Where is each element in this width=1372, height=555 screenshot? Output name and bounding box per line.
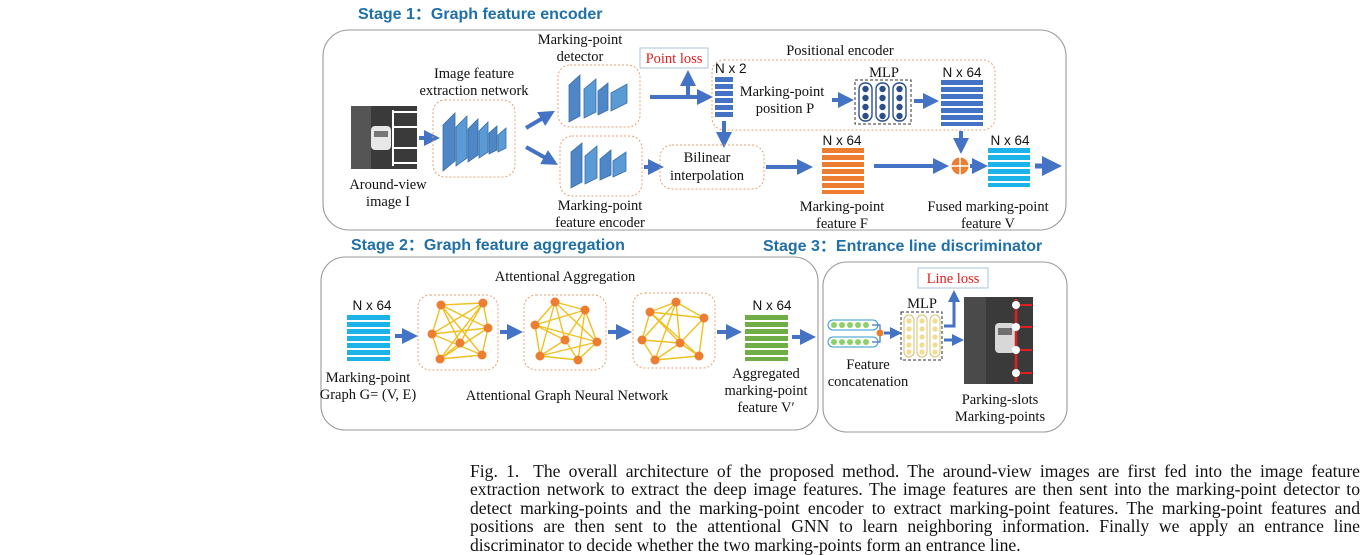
mlp-label-2: MLP <box>907 296 937 312</box>
gnn-layer-1-box <box>417 294 499 371</box>
feature-f-label-2: feature F <box>816 216 868 232</box>
image-feature-cnn <box>442 112 507 172</box>
line-loss-box <box>917 267 989 289</box>
graph-label-2: Graph G= (V, E) <box>320 387 417 403</box>
detector-label-1: Marking-point <box>538 32 623 48</box>
mlp-box-2 <box>900 311 943 361</box>
gnn-layer-2-graph <box>530 297 602 365</box>
aggregated-label-3: feature V′ <box>737 400 794 416</box>
parking-label-1: Parking-slots <box>962 392 1039 408</box>
around-view-image <box>351 106 417 169</box>
point-loss-label: Point loss <box>646 51 703 67</box>
detector-cnn <box>568 74 628 123</box>
feature-encoder-box <box>559 135 643 197</box>
arrow-cnn-to-detector <box>524 110 555 130</box>
caption-text: The overall architecture of the proposed… <box>470 461 1360 555</box>
nx64-pos-label: N x 64 <box>942 65 982 80</box>
marking-point-feature-matrix <box>822 148 864 194</box>
feature-encoder-label-1: Marking-point <box>558 198 643 214</box>
attentional-aggregation-label: Attentional Aggregation <box>495 269 636 285</box>
positional-feature-matrix <box>941 80 983 126</box>
arrow-mlp-to-line-loss <box>944 290 960 328</box>
arrow-detector-to-point-loss <box>650 70 696 99</box>
feature-concat-vectors <box>827 319 884 348</box>
parking-slot-output-image <box>964 297 1033 384</box>
gnn-layer-3-box <box>632 292 716 369</box>
image-feature-network-box <box>432 99 516 178</box>
detector-label-2: detector <box>557 49 604 65</box>
mlp-box-1 <box>854 79 912 125</box>
around-view-label-2: image I <box>366 194 410 210</box>
image-feature-label-2: extraction network <box>419 83 529 99</box>
fused-label-1: Fused marking-point <box>927 199 1048 215</box>
bilinear-label-2: interpolation <box>670 168 745 184</box>
concat-label-1: Feature <box>846 357 889 373</box>
detector-box <box>557 64 641 128</box>
parking-label-2: Marking-points <box>955 409 1046 425</box>
figure-caption: Fig. 1. The overall architecture of the … <box>470 462 1360 554</box>
aggregated-label-2: marking-point <box>725 383 808 399</box>
feature-encoder-label-2: feature encoder <box>555 215 645 231</box>
line-loss-label: Line loss <box>927 271 980 287</box>
nx64-graph-label: N x 64 <box>352 298 392 313</box>
arrow-cnn-to-encoder <box>525 145 558 165</box>
image-feature-label-1: Image feature <box>434 66 514 82</box>
stage1-panel <box>322 29 1067 231</box>
nx64-feature-label: N x 64 <box>822 133 862 148</box>
concat-label-2: concatenation <box>828 374 909 390</box>
graph-node-feature-matrix <box>347 315 390 361</box>
stage3-title: Stage 3：Entrance line discriminator <box>763 238 1042 255</box>
gnn-layer-1-graph <box>427 298 493 364</box>
point-loss-box <box>639 47 709 69</box>
fused-feature-matrix <box>988 148 1030 187</box>
figure-number: Fig. 1. <box>470 461 520 481</box>
mlp-label-1: MLP <box>869 65 899 81</box>
positional-encoder-box <box>711 59 996 131</box>
positional-encoder-label: Positional encoder <box>786 43 894 59</box>
stage2-panel <box>320 256 819 431</box>
stage2-title: Stage 2：Graph feature aggregation <box>351 237 625 254</box>
nx2-label: N x 2 <box>715 61 747 76</box>
fused-label-2: feature V <box>961 216 1016 232</box>
around-view-label-1: Around-view <box>349 177 427 193</box>
aggregated-label-1: Aggregated <box>732 366 800 382</box>
bilinear-label-1: Bilinear <box>684 150 731 166</box>
stage1-title: Stage 1：Graph feature encoder <box>358 6 603 23</box>
feature-encoder-cnn <box>570 142 627 189</box>
fusion-add-icon <box>951 157 969 175</box>
graph-label-1: Marking-point <box>326 370 411 386</box>
agnn-label: Attentional Graph Neural Network <box>466 388 669 404</box>
position-label-2: position P <box>756 101 814 117</box>
bilinear-box <box>659 144 765 190</box>
position-label-1: Marking-point <box>740 84 825 100</box>
feature-f-label-1: Marking-point <box>800 199 885 215</box>
nx64-aggregated-label: N x 64 <box>752 298 792 313</box>
gnn-layer-2-box <box>523 294 607 371</box>
mlp-neurons-1 <box>858 82 907 122</box>
nx64-fused-label: N x 64 <box>990 133 1030 148</box>
mlp-neurons-2 <box>903 314 941 358</box>
aggregated-feature-matrix <box>745 315 788 361</box>
gnn-layer-3-graph <box>637 297 709 365</box>
stage3-panel <box>822 261 1068 433</box>
marking-point-position-matrix <box>715 77 733 117</box>
